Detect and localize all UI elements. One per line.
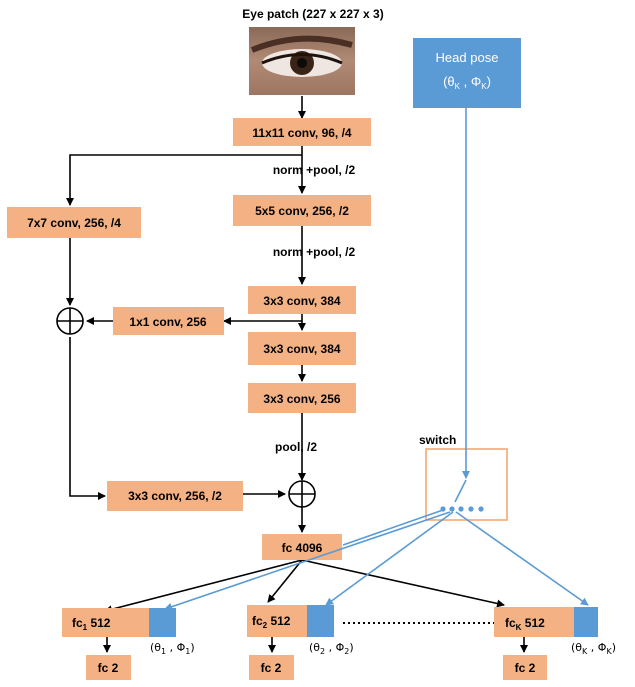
main-arrows [66, 96, 528, 653]
head-2-fc-label: fc2 512 [252, 614, 291, 630]
box-branch2-label: 1x1 conv, 256 [129, 315, 206, 329]
box-conv1: 11x11 conv, 96, /4 [233, 118, 371, 146]
normpool-label-1: norm +pool, /2 [273, 163, 356, 177]
head-1-out-label: fc 2 [98, 661, 119, 675]
head-pose-box: Head pose (θK , ΦK) [413, 38, 521, 108]
head-pose-vars: (θK , ΦK) [443, 74, 491, 91]
normpool-label-2: norm +pool, /2 [273, 245, 356, 259]
box-fc4096: fc 4096 [262, 534, 342, 560]
box-branch3: 3x3 conv, 256, /2 [107, 481, 243, 511]
pool-label: pool, /2 [275, 440, 317, 454]
box-fc4096-label: fc 4096 [282, 541, 323, 555]
head-k: fcK 512 (θK , ΦK) fc 2 [494, 607, 616, 680]
box-conv2-label: 5x5 conv, 256, /2 [255, 204, 349, 218]
head-1-fc-label: fc1 512 [72, 616, 111, 632]
box-conv5: 3x3 conv, 256 [248, 383, 356, 413]
box-conv2: 5x5 conv, 256, /2 [233, 195, 371, 226]
head-k-fc-label: fcK 512 [505, 616, 545, 632]
box-branch3-label: 3x3 conv, 256, /2 [128, 489, 222, 503]
blue-arrows [164, 108, 589, 611]
box-conv3: 3x3 conv, 384 [248, 286, 356, 314]
box-branch1: 7x7 conv, 256, /4 [7, 207, 141, 238]
box-conv1-label: 11x11 conv, 96, /4 [252, 126, 352, 140]
box-conv4: 3x3 conv, 384 [248, 332, 356, 365]
head-k-out-label: fc 2 [515, 661, 536, 675]
box-conv5-label: 3x3 conv, 256 [263, 392, 340, 406]
box-branch1-label: 7x7 conv, 256, /4 [27, 216, 121, 230]
sum-circle-right [288, 480, 316, 508]
box-conv4-label: 3x3 conv, 384 [263, 342, 340, 356]
box-conv3-label: 3x3 conv, 384 [263, 294, 340, 308]
eye-patch-image [249, 27, 355, 95]
head-1-theta-label: (θ1 , Φ1) [150, 641, 195, 656]
head-2: fc2 512 (θ2 , Φ2) fc 2 [247, 605, 354, 680]
head-1: fc1 512 (θ1 , Φ1) fc 2 [62, 608, 195, 680]
title: Eye patch (227 x 227 x 3) [242, 7, 383, 21]
sum-circle-left [56, 307, 84, 335]
box-branch2: 1x1 conv, 256 [113, 307, 224, 335]
head-k-theta-label: (θK , ΦK) [571, 641, 616, 656]
switch-label: switch [419, 433, 456, 447]
switch-dots [440, 506, 484, 512]
head-2-theta-label: (θ2 , Φ2) [309, 641, 354, 656]
head-2-out-label: fc 2 [261, 661, 282, 675]
head-pose-title: Head pose [436, 50, 499, 65]
